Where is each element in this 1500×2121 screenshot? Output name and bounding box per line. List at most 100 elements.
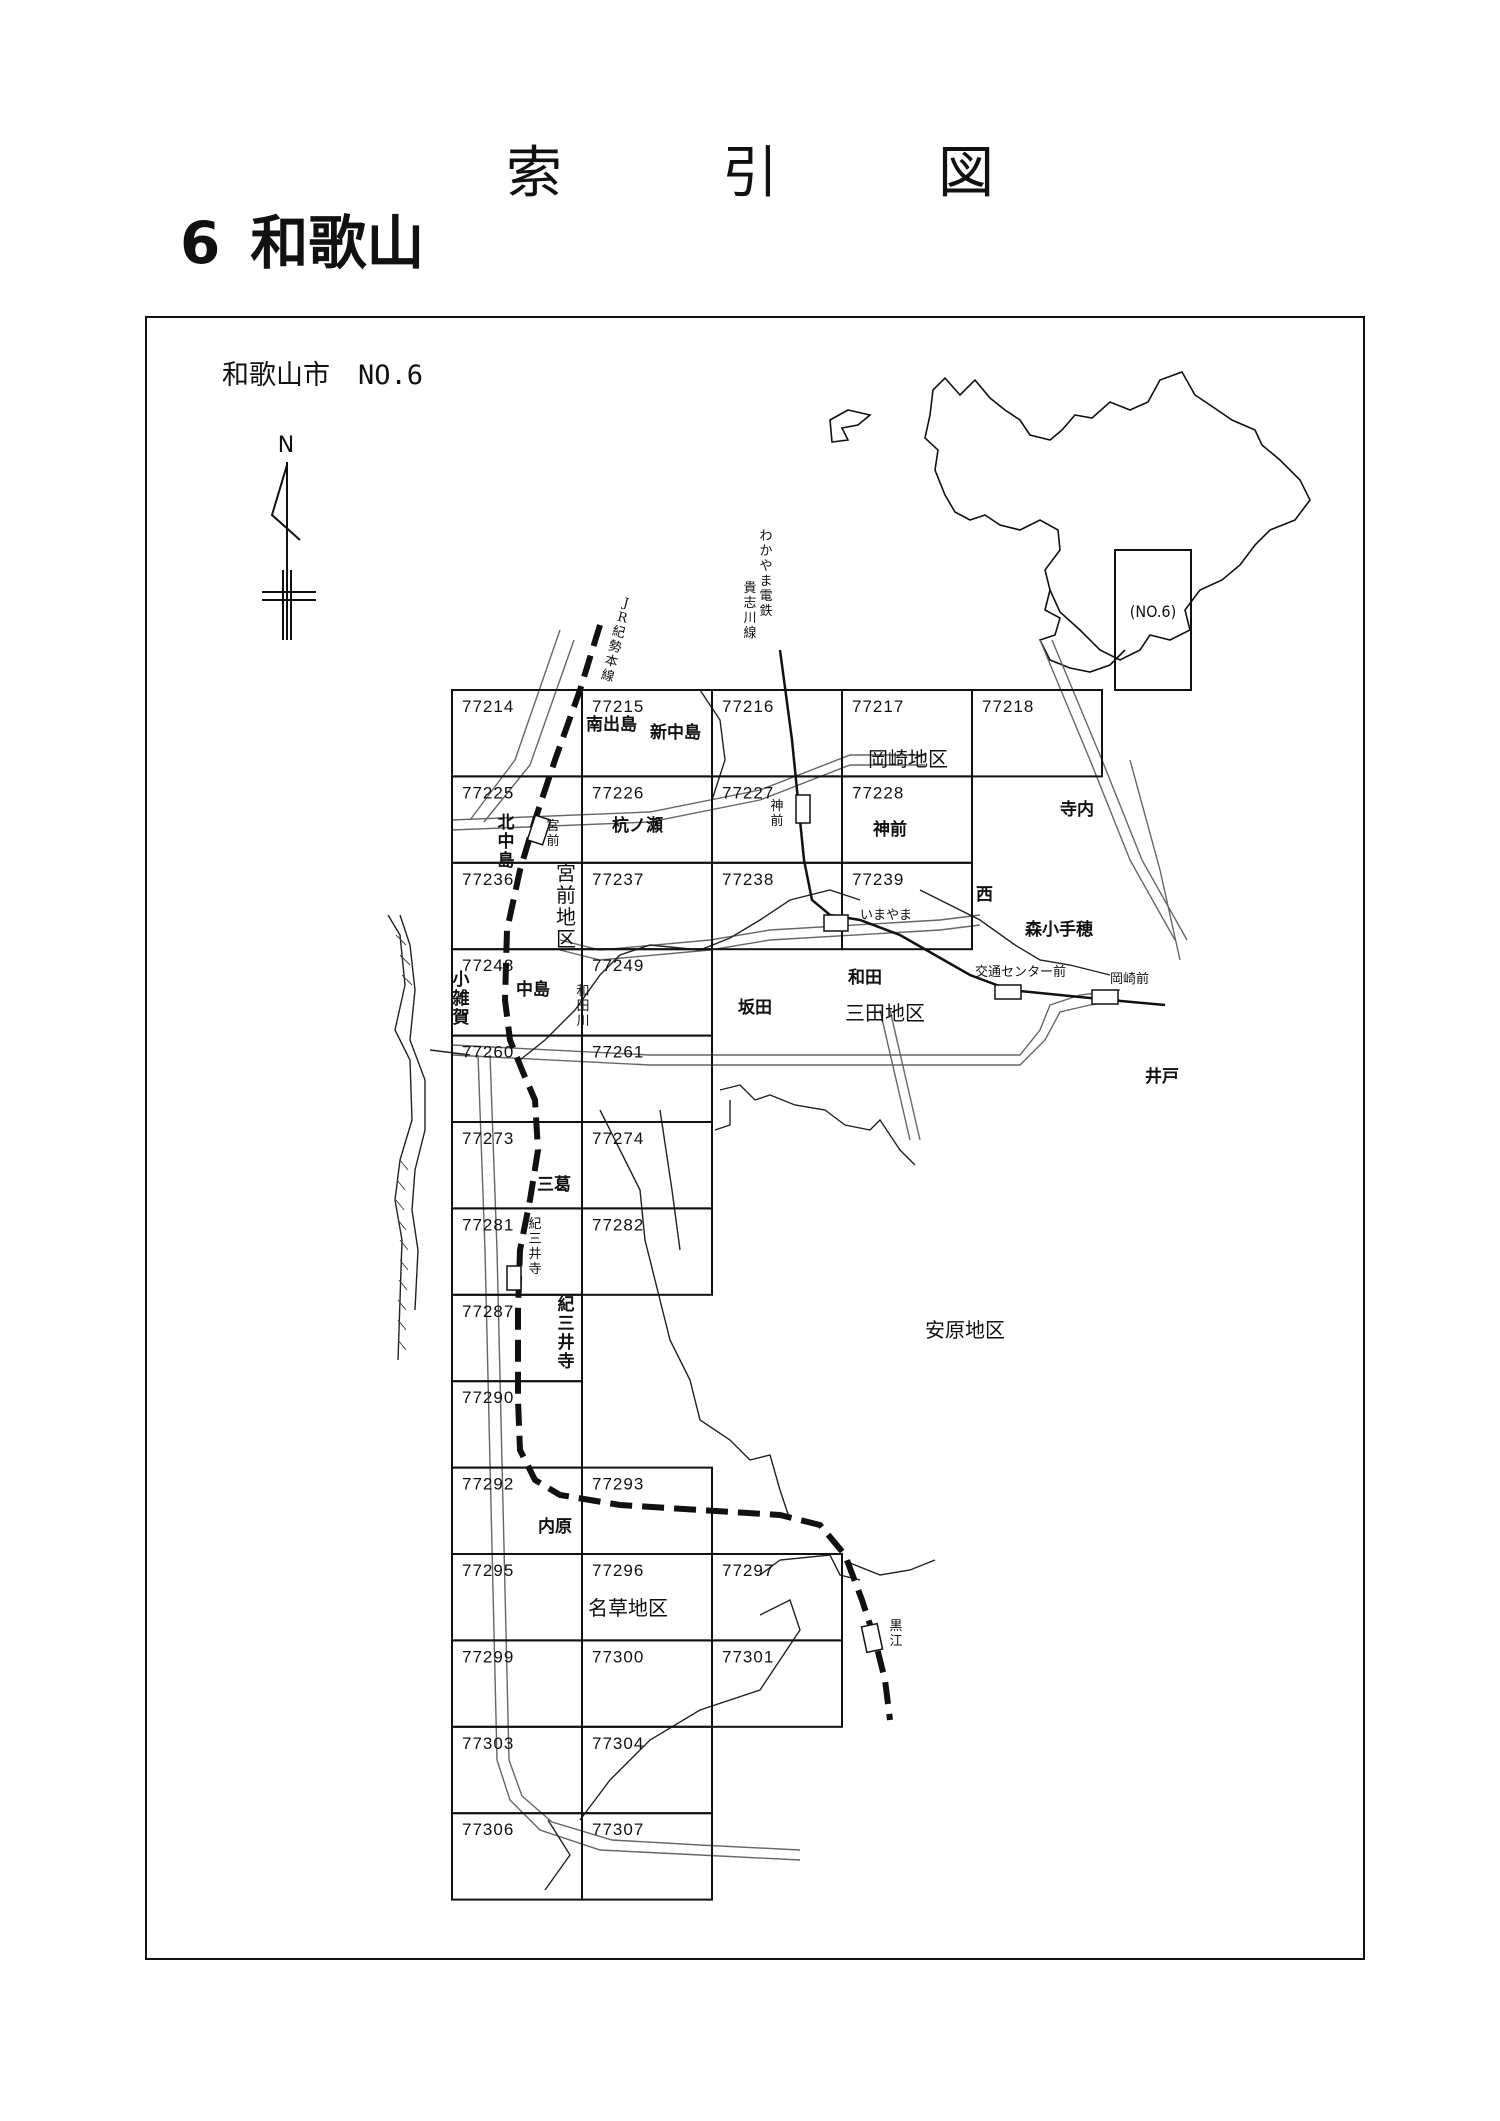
section-number: 6: [180, 209, 221, 277]
grid-cell-77237: 77237: [581, 861, 713, 951]
place-name: 神前: [873, 819, 907, 840]
grid-cell-77216: 77216: [711, 689, 843, 778]
place-name: 杭ノ瀬: [612, 815, 663, 836]
grid-cell-code: 77225: [462, 783, 514, 802]
grid-cell-77301: 77301: [711, 1639, 843, 1728]
grid-cell-77295: 77295: [451, 1553, 583, 1642]
place-name: 北中島: [498, 813, 515, 871]
grid-cell-code: 77228: [852, 783, 904, 802]
grid-cell-code: 77238: [722, 870, 774, 889]
line-label: 和田川: [576, 984, 589, 1029]
place-name: 井戸: [1145, 1066, 1179, 1087]
grid-cell-code: 77300: [592, 1647, 644, 1666]
grid-cell-code: 77248: [462, 956, 514, 975]
line-label: 神前: [770, 799, 783, 829]
grid-cell-code: 77303: [462, 1734, 514, 1753]
place-name: 森小手穂: [1025, 919, 1093, 940]
grid-cell-code: 77293: [592, 1475, 644, 1494]
section-place: 和歌山: [250, 209, 425, 277]
grid-cell-code: 77292: [462, 1475, 514, 1494]
inset-label: (NO.6): [1130, 602, 1176, 621]
grid-cell-77304: 77304: [581, 1725, 713, 1815]
section-heading: 6 和歌山: [180, 196, 424, 280]
line-label: 宮前: [546, 818, 559, 849]
grid-cell-code: 77306: [462, 1820, 514, 1839]
grid-cell-code: 77299: [462, 1647, 514, 1666]
grid-cell-77261: 77261: [581, 1034, 713, 1123]
grid-cell-77282: 77282: [581, 1207, 713, 1296]
place-name: 寺内: [1060, 799, 1094, 820]
grid-cell-77274: 77274: [581, 1121, 713, 1210]
district-name: 宮前地区: [556, 861, 576, 951]
north-arrow-icon: N: [262, 433, 316, 640]
station-miyamae: [526, 814, 552, 846]
north-label: N: [278, 433, 294, 458]
grid-cell-code: 77282: [592, 1215, 644, 1234]
grid-cell-77299: 77299: [451, 1639, 583, 1728]
grid-cell-77292: 77292: [451, 1466, 583, 1555]
station-okazakimae: [1091, 989, 1119, 1005]
grid-cell-77303: 77303: [451, 1725, 583, 1815]
grid-cell-code: 77287: [462, 1302, 514, 1321]
grid-cell-code: 77297: [722, 1561, 774, 1580]
map-city: 和歌山市: [222, 360, 330, 391]
river-lines: [387, 689, 1111, 1891]
map-label: 和歌山市 NO.6: [222, 353, 423, 392]
place-name: 三葛: [537, 1174, 571, 1195]
grid-cell-code: 77216: [722, 697, 774, 716]
title-char-2: 引: [722, 141, 778, 206]
station-name: いまやま: [860, 908, 912, 923]
place-name: 坂田: [738, 998, 772, 1018]
inset-locator: (NO.6): [1114, 549, 1192, 691]
station-kotsu-center-mae: [994, 984, 1022, 1000]
grid-cell-77297: 77297: [711, 1553, 843, 1642]
place-name: 小雑賀: [452, 970, 470, 1028]
line-label: 紀三井寺: [528, 1217, 541, 1277]
map-labels: 南出島新中島杭ノ瀬神前寺内西森小手穂中島坂田和田井戸三葛内原北中島小雑賀紀三井寺…: [452, 529, 1180, 1649]
grid-cell-code: 77214: [462, 697, 514, 716]
grid-cell-77273: 77273: [451, 1121, 583, 1210]
grid-cell-77306: 77306: [451, 1812, 583, 1901]
grid-cell-code: 77236: [462, 870, 514, 889]
grid-cell-77249: 77249: [581, 948, 713, 1037]
riverbank-hatch: [395, 934, 413, 1351]
station-kimiidera: [506, 1265, 522, 1291]
place-name: 南出島: [586, 714, 637, 735]
grid-cell-code: 77296: [592, 1561, 644, 1580]
grid-cell-77228: 77228: [841, 775, 973, 864]
grid-cell-code: 77290: [462, 1388, 514, 1407]
district-name: 三田地区: [845, 1001, 925, 1025]
grid-cell-code: 77304: [592, 1734, 644, 1753]
grid-cell-code: 77249: [592, 956, 644, 975]
stations: [506, 794, 1119, 1654]
district-name: 名草地区: [588, 1596, 668, 1620]
grid-cell-code: 77260: [462, 1043, 514, 1062]
place-name: 新中島: [650, 722, 701, 743]
roads: [451, 629, 1188, 1861]
grid-cell-77218: 77218: [971, 689, 1103, 778]
grid-cell-code: 77227: [722, 783, 774, 802]
place-name: 紀三井寺: [558, 1294, 575, 1372]
station-imayama: [823, 914, 849, 932]
grid-cell-code: 77218: [982, 697, 1034, 716]
place-name: 西: [976, 885, 993, 905]
district-name: 安原地区: [925, 1318, 1005, 1342]
grid-cell-code: 77237: [592, 870, 644, 889]
station-name: 岡崎前: [1110, 971, 1149, 987]
title-char-3: 図: [938, 141, 994, 206]
map-number: NO.6: [358, 360, 424, 391]
grid-cell-code: 77215: [592, 697, 644, 716]
jr-railway: [501, 624, 893, 1721]
map-frame: [145, 316, 1365, 1960]
grid-cell-77307: 77307: [581, 1812, 713, 1901]
title-char-1: 索: [506, 141, 562, 206]
line-label: JR紀勢本線: [600, 595, 634, 685]
line-label: 黒江: [889, 1619, 902, 1649]
station-kuroe: [860, 1622, 884, 1654]
line-label: 貴志川線: [743, 581, 756, 641]
place-name: 和田: [848, 968, 882, 988]
station-kansaki: [795, 794, 811, 824]
grid-cell-code: 77295: [462, 1561, 514, 1580]
